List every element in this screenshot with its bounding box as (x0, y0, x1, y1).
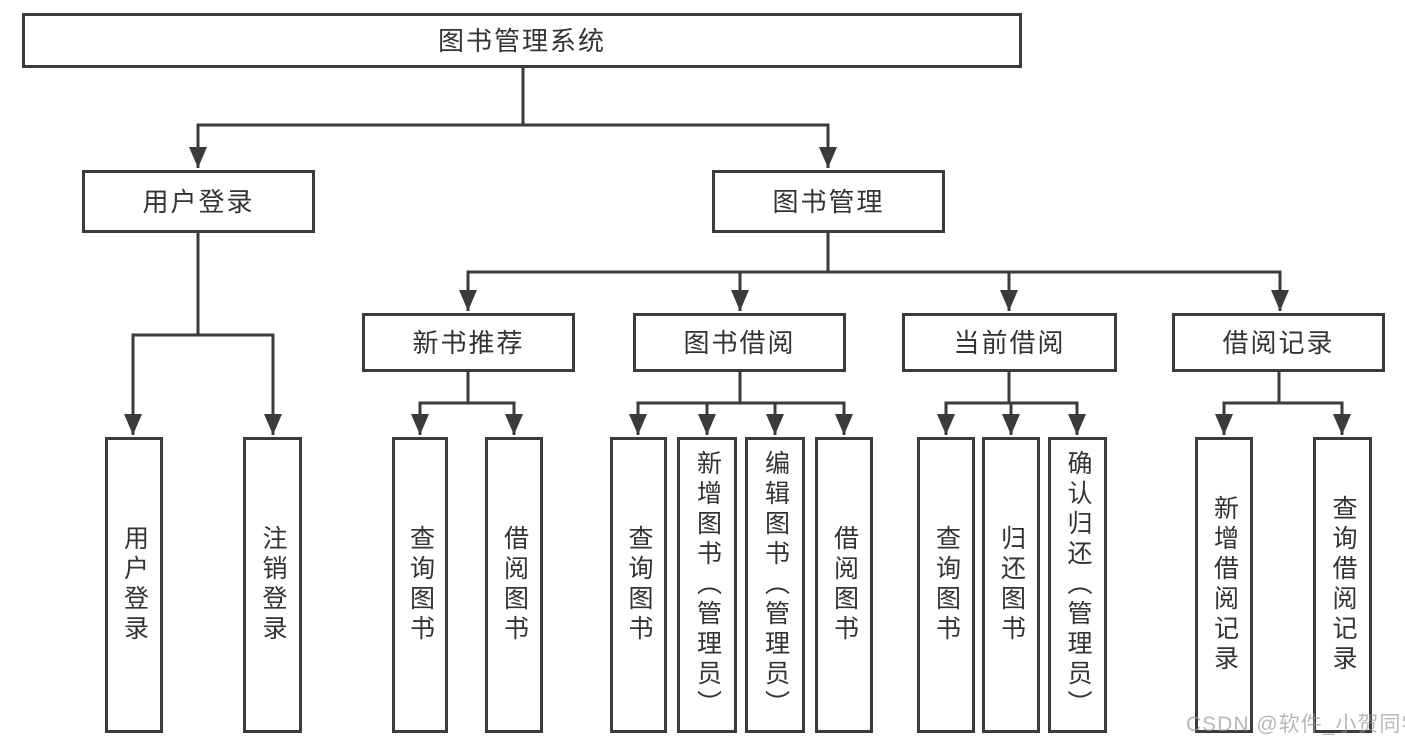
leaf-query-borrow-record: 查询借阅记录 (1313, 437, 1372, 733)
node-new-book-recommend: 新书推荐 (362, 313, 575, 372)
leaf-add-books-admin: 新增图书（管理员） (677, 437, 737, 733)
leaf-confirm-return-admin: 确认归还（管理员） (1048, 437, 1107, 733)
leaf-edit-books-admin: 编辑图书（管理员） (745, 437, 805, 733)
leaf-return-books: 归还图书 (982, 437, 1040, 733)
node-current-borrowing: 当前借阅 (902, 313, 1117, 372)
node-library-system: 图书管理系统 (22, 13, 1022, 68)
watermark-text: CSDN @软件_小贺同学 (1186, 713, 1405, 736)
leaf-borrow-books-2: 借阅图书 (815, 437, 873, 733)
leaf-query-books-2: 查询图书 (610, 437, 667, 733)
leaf-add-borrow-record: 新增借阅记录 (1195, 437, 1253, 733)
leaf-logout: 注销登录 (243, 437, 302, 733)
leaf-query-books-3: 查询图书 (917, 437, 975, 733)
leaf-query-books-1: 查询图书 (392, 437, 448, 733)
node-book-borrowing: 图书借阅 (633, 313, 846, 372)
leaf-user-login: 用户登录 (105, 437, 163, 733)
leaf-borrow-books-1: 借阅图书 (485, 437, 543, 733)
node-borrow-records: 借阅记录 (1172, 313, 1385, 372)
node-book-management: 图书管理 (712, 170, 945, 233)
node-user-login: 用户登录 (82, 170, 315, 233)
